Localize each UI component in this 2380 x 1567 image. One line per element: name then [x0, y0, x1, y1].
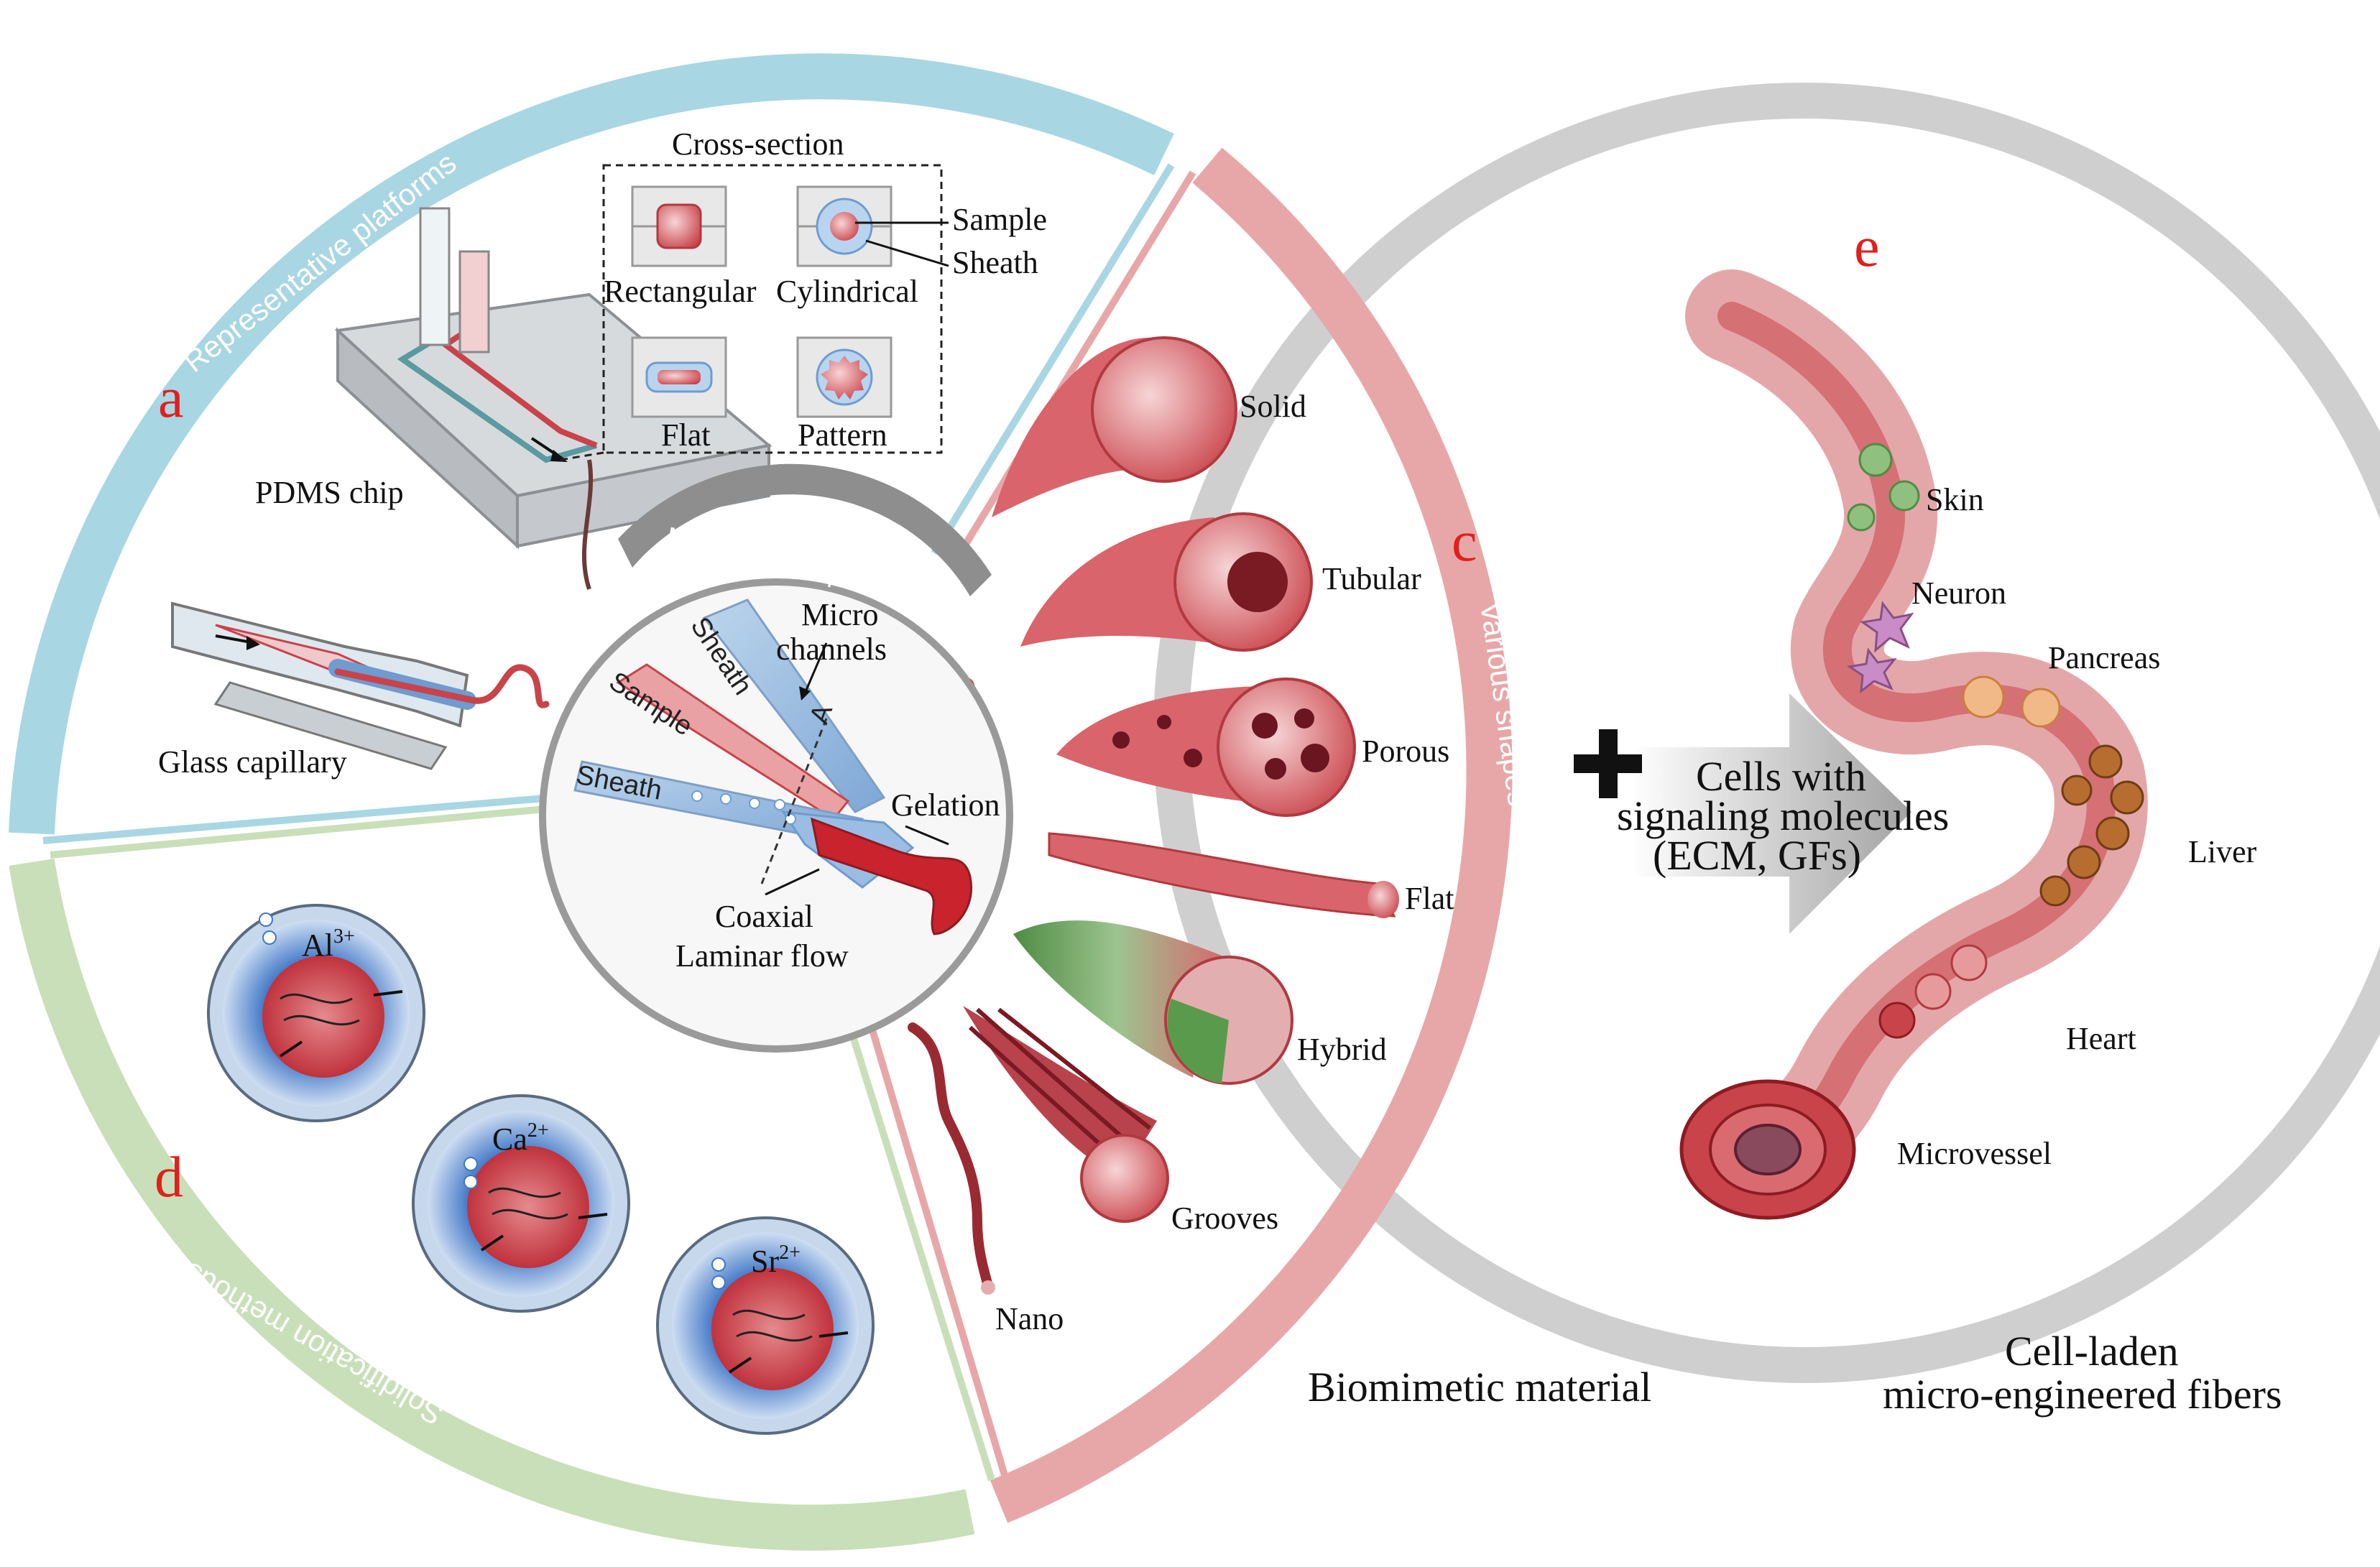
gelation-label: Gelation [891, 787, 1000, 823]
tissue-heart-label: Heart [2066, 1021, 2136, 1056]
plus-icon [1574, 729, 1642, 798]
fiber-grooves [963, 1006, 1169, 1223]
glass-capillary [171, 601, 550, 770]
fiber-porous [1056, 678, 1356, 817]
ion-ca-label: Ca2+ [492, 1119, 549, 1157]
main-circle [9, 53, 1513, 1551]
cylindrical-label: Cylindrical [776, 274, 918, 309]
fiber-tubular [1020, 512, 1313, 652]
panel-letter-d: d [154, 1146, 183, 1209]
sample-label: Sample [952, 202, 1047, 237]
tissue-neuron-label: Neuron [1911, 576, 2006, 611]
engineered-fiber [1679, 269, 2148, 1220]
sheath-label: Sheath [952, 245, 1038, 280]
panel-letter-e: e [1854, 216, 1880, 279]
panel-letter-a: a [158, 366, 184, 430]
solidification-arc-label: Solidification methods [177, 1256, 448, 1432]
flat-label: Flat [661, 417, 710, 453]
neuron-cell-icon [1860, 601, 1914, 653]
sheath-channel-top [702, 598, 886, 813]
shape-flat-label: Flat [1405, 881, 1454, 916]
tissue-liver-label: Liver [2188, 834, 2257, 869]
shape-porous-label: Porous [1362, 734, 1449, 769]
panel-letter-c: c [1452, 510, 1477, 573]
ion-al-label: Al3+ [302, 925, 355, 963]
shape-nano-label: Nano [995, 1301, 1064, 1336]
micro-label: Micro [801, 597, 879, 632]
fiber-hybrid [1013, 920, 1293, 1085]
cells-line-1: Cells with [1696, 753, 1866, 800]
rectangular-section-icon [656, 203, 702, 249]
tissue-microvessel-label: Microvessel [1897, 1136, 2052, 1171]
pdms-chip [334, 207, 772, 590]
cell-laden-caption-2: micro-engineered fibers [1883, 1371, 2282, 1418]
droplet-ca [412, 1094, 630, 1313]
pdms-chip-label: PDMS chip [255, 475, 404, 510]
flat-section-icon [658, 370, 701, 384]
fiber-solid [992, 336, 1237, 517]
coaxial-label: Coaxial [715, 899, 813, 934]
rectangular-label: Rectangular [604, 274, 757, 309]
fiber-flat [1048, 832, 1399, 918]
tissue-skin-label: Skin [1926, 482, 1984, 517]
pattern-label: Pattern [798, 417, 887, 453]
droplet-al [207, 904, 425, 1122]
shape-grooves-label: Grooves [1171, 1201, 1278, 1236]
cells-line-2: signaling molecules [1617, 792, 1949, 839]
spinning-banner [618, 463, 992, 596]
cells-line-3: (ECM, GFs) [1653, 832, 1861, 879]
fiber-nano [908, 1022, 995, 1295]
channels-label: channels [776, 632, 887, 667]
pattern-section-icon [821, 356, 868, 399]
shape-hybrid-label: Hybrid [1297, 1032, 1387, 1067]
divider-a-d [42, 794, 554, 844]
platforms-arc [9, 53, 1174, 835]
shape-tubular-label: Tubular [1322, 561, 1421, 596]
solidification-arc [9, 858, 975, 1551]
cells-arrow [1631, 693, 1911, 934]
laminar-flow-label: Laminar flow [675, 938, 849, 974]
droplet-sr [656, 1216, 875, 1435]
spinning-panel [539, 463, 1013, 1053]
tissue-arc-label: Tissue engineering [1909, 220, 2149, 369]
biomimetic-caption: Biomimetic material [1308, 1364, 1651, 1410]
cross-section-title: Cross-section [672, 126, 844, 162]
cylindrical-section-icon [830, 212, 859, 241]
shapes-arc [990, 147, 1513, 1523]
cell-laden-caption-1: Cell-laden [2005, 1328, 2179, 1374]
sample-channel [616, 663, 850, 821]
cross-section-box [560, 164, 949, 461]
tissue-pancreas-label: Pancreas [2048, 640, 2160, 675]
gelated-fiber [810, 817, 973, 935]
glass-capillary-label: Glass capillary [158, 744, 347, 780]
shape-solid-label: Solid [1240, 389, 1306, 424]
ion-sr-label: Sr2+ [751, 1242, 801, 1279]
